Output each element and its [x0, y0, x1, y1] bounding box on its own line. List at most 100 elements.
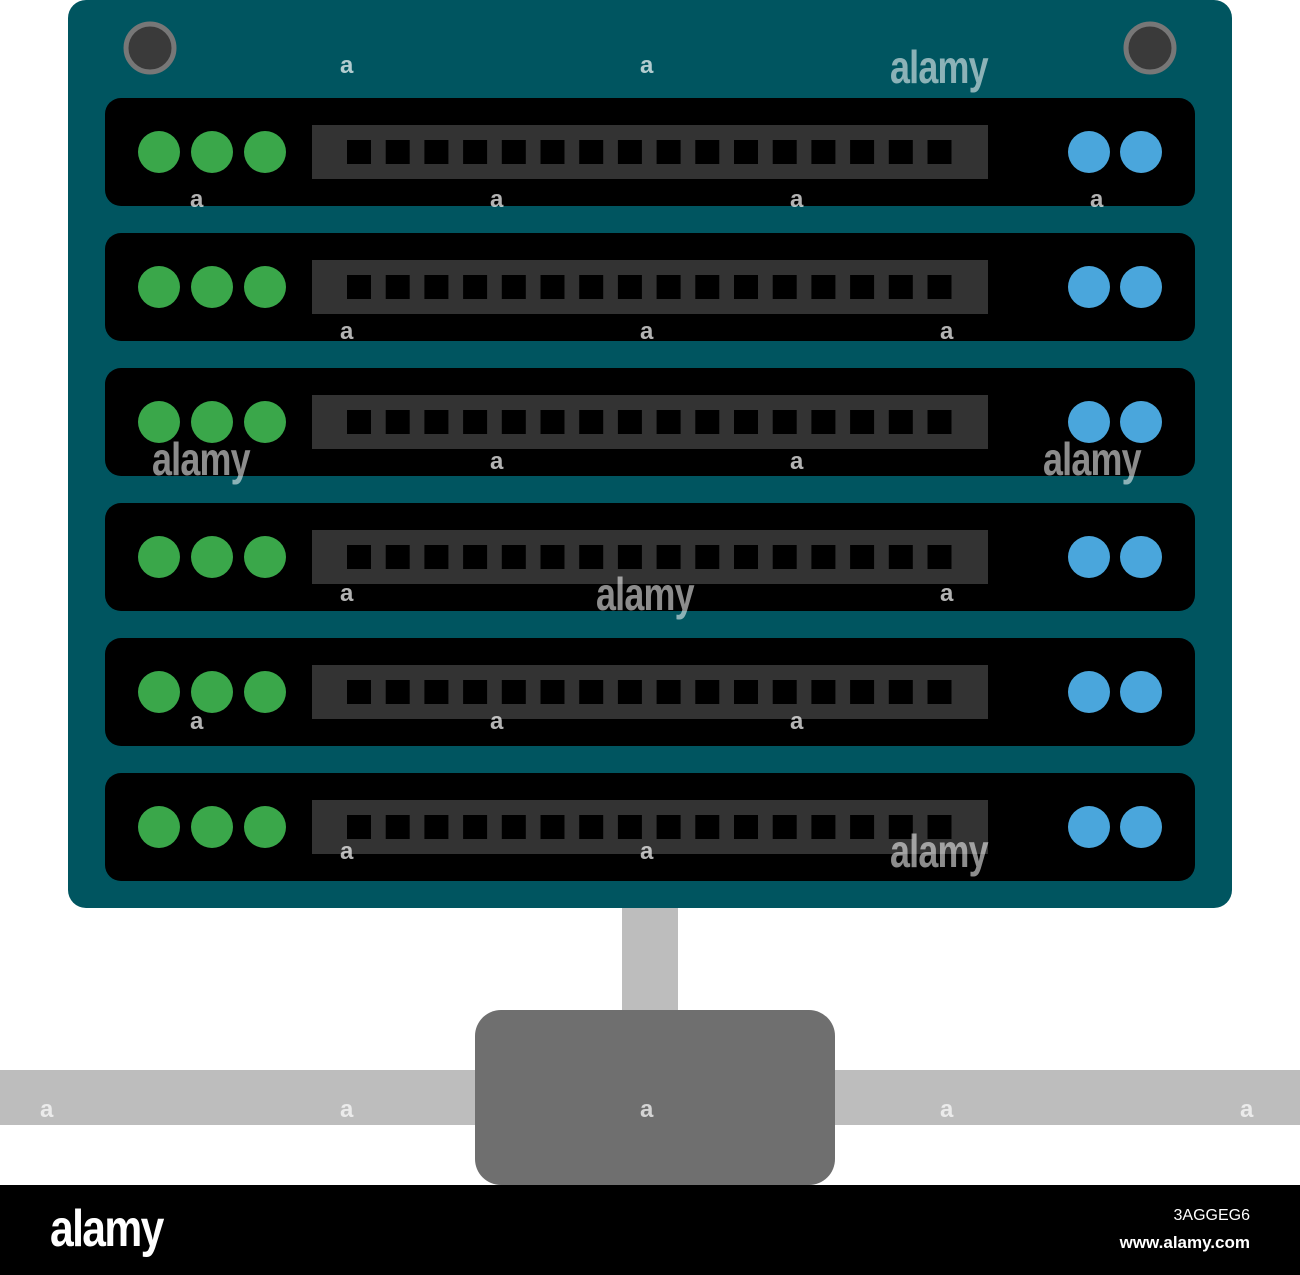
status-led-green-icon	[138, 671, 180, 713]
status-led-green-icon	[138, 401, 180, 443]
port-icon	[385, 410, 410, 434]
status-led-green-icon	[191, 806, 233, 848]
image-id: 3AGGEG6	[1173, 1207, 1250, 1224]
status-led-green-icon	[191, 401, 233, 443]
port-icon	[579, 680, 604, 704]
port-icon	[463, 815, 488, 839]
port-icon	[811, 275, 836, 299]
server-unit	[105, 368, 1195, 476]
port-icon	[579, 275, 604, 299]
port-icon	[501, 680, 526, 704]
port-icon	[772, 545, 797, 569]
status-led-blue-icon	[1068, 131, 1110, 173]
stock-footer-banner: alamy 3AGGEG6 www.alamy.com	[0, 1185, 1300, 1275]
status-led-green-icon	[244, 131, 286, 173]
port-icon	[927, 545, 952, 569]
status-led-blue-icon	[1068, 671, 1110, 713]
port-icon	[617, 275, 642, 299]
port-icon	[424, 410, 449, 434]
port-icon	[463, 545, 488, 569]
port-icon	[424, 815, 449, 839]
status-led-blue-icon	[1068, 536, 1110, 578]
port-icon	[850, 680, 875, 704]
port-icon	[888, 140, 913, 164]
port-icon	[772, 410, 797, 434]
network-hub	[475, 1010, 835, 1185]
status-led-green-icon	[138, 806, 180, 848]
server-rack-illustration	[0, 0, 1300, 1185]
port-icon	[540, 545, 565, 569]
status-led-green-icon	[191, 671, 233, 713]
port-icon	[888, 275, 913, 299]
status-led-green-icon	[244, 266, 286, 308]
status-led-green-icon	[191, 266, 233, 308]
port-icon	[579, 545, 604, 569]
port-icon	[772, 140, 797, 164]
port-icon	[501, 140, 526, 164]
site-url: www.alamy.com	[1119, 1233, 1250, 1252]
port-icon	[347, 410, 371, 434]
port-icon	[811, 680, 836, 704]
server-unit	[105, 233, 1195, 341]
port-icon	[540, 275, 565, 299]
port-icon	[347, 140, 371, 164]
port-icon	[463, 140, 488, 164]
status-led-green-icon	[191, 536, 233, 578]
port-icon	[811, 410, 836, 434]
port-icon	[617, 410, 642, 434]
status-led-green-icon	[244, 806, 286, 848]
port-icon	[501, 815, 526, 839]
port-icon	[850, 410, 875, 434]
port-icon	[385, 680, 410, 704]
port-icon	[501, 410, 526, 434]
server-unit	[105, 98, 1195, 206]
port-icon	[656, 815, 681, 839]
port-panel	[312, 125, 988, 179]
port-icon	[540, 815, 565, 839]
port-icon	[656, 545, 681, 569]
port-panel	[312, 530, 988, 584]
port-panel	[312, 665, 988, 719]
port-icon	[734, 140, 758, 164]
port-icon	[850, 815, 875, 839]
port-icon	[850, 545, 875, 569]
port-icon	[385, 140, 410, 164]
port-icon	[850, 140, 875, 164]
server-rack-network-icon	[0, 0, 1300, 1185]
port-icon	[811, 140, 836, 164]
port-icon	[734, 680, 758, 704]
rack-connector-cable	[622, 905, 678, 1020]
status-led-blue-icon	[1068, 806, 1110, 848]
server-unit	[105, 503, 1195, 611]
port-icon	[927, 140, 952, 164]
port-icon	[540, 140, 565, 164]
port-icon	[695, 815, 720, 839]
port-icon	[927, 680, 952, 704]
port-icon	[463, 680, 488, 704]
status-led-green-icon	[138, 536, 180, 578]
port-icon	[772, 275, 797, 299]
port-icon	[772, 680, 797, 704]
port-icon	[811, 545, 836, 569]
port-icon	[888, 815, 913, 839]
port-icon	[734, 275, 758, 299]
port-icon	[927, 815, 952, 839]
server-unit	[105, 638, 1195, 746]
status-led-blue-icon	[1120, 536, 1162, 578]
port-icon	[656, 275, 681, 299]
port-icon	[850, 275, 875, 299]
port-icon	[927, 275, 952, 299]
port-icon	[501, 275, 526, 299]
port-icon	[734, 815, 758, 839]
status-led-blue-icon	[1120, 806, 1162, 848]
port-icon	[888, 410, 913, 434]
port-icon	[734, 545, 758, 569]
port-icon	[656, 410, 681, 434]
port-icon	[617, 815, 642, 839]
server-unit	[105, 773, 1195, 881]
status-led-blue-icon	[1068, 401, 1110, 443]
port-icon	[579, 410, 604, 434]
port-icon	[927, 410, 952, 434]
status-led-green-icon	[244, 671, 286, 713]
